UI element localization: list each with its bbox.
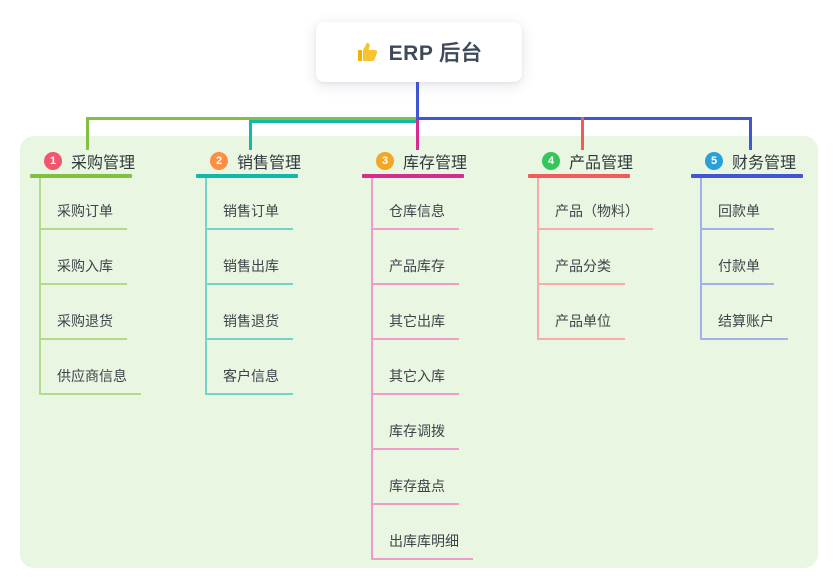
child-node[interactable]: 产品（物料） [555,203,639,219]
child-node[interactable]: 出库库明细 [389,533,459,549]
child-underline [537,338,625,340]
child-node[interactable]: 结算账户 [718,313,774,329]
child-node[interactable]: 其它出库 [389,313,445,329]
child-node[interactable]: 库存盘点 [389,478,445,494]
child-node[interactable]: 客户信息 [223,368,279,384]
child-underline [205,393,293,395]
children-spine-line [700,178,702,340]
child-node[interactable]: 仓库信息 [389,203,445,219]
branch-underline [528,174,630,178]
branch-node-label: 采购管理 [71,155,136,172]
connector-line [581,117,584,150]
child-underline [39,283,127,285]
child-node[interactable]: 销售订单 [223,203,279,219]
branch-node-label: 销售管理 [237,155,302,172]
child-node[interactable]: 销售退货 [223,313,279,329]
children-spine-line [371,178,373,560]
branch-number-badge: 4 [542,152,560,170]
child-node[interactable]: 产品分类 [555,258,611,274]
child-underline [537,283,625,285]
connector-line [249,120,252,150]
connector-line [416,82,419,118]
connector-line [86,117,89,150]
branch-node-3[interactable]: 3 库存管理 [376,149,467,173]
child-node[interactable]: 采购退货 [57,313,113,329]
child-underline [700,338,788,340]
child-underline [205,338,293,340]
branch-number-badge: 1 [44,152,62,170]
branch-number-badge: 5 [705,152,723,170]
child-underline [205,283,293,285]
branch-node-label: 产品管理 [569,155,634,172]
child-node[interactable]: 销售出库 [223,258,279,274]
branch-node-2[interactable]: 2 销售管理 [210,149,301,173]
child-underline [39,338,127,340]
child-underline [700,228,774,230]
connector-line [416,120,419,150]
connector-line [249,120,419,123]
child-underline [371,393,459,395]
child-node[interactable]: 产品库存 [389,258,445,274]
branches-panel [20,136,818,568]
child-node[interactable]: 产品单位 [555,313,611,329]
branch-underline [691,174,803,178]
child-underline [371,228,459,230]
child-underline [371,448,459,450]
thumbs-up-icon [356,40,380,64]
root-node[interactable]: ERP 后台 [316,22,522,82]
connector-line [86,117,419,120]
child-underline [39,393,141,395]
branch-number-badge: 3 [376,152,394,170]
root-node-label: ERP 后台 [388,42,483,65]
child-node[interactable]: 库存调拨 [389,423,445,439]
child-underline [371,283,459,285]
child-node[interactable]: 供应商信息 [57,368,127,384]
children-spine-line [39,178,41,395]
child-underline [700,283,774,285]
branch-underline [30,174,132,178]
child-node[interactable]: 采购入库 [57,258,113,274]
child-node[interactable]: 回款单 [718,203,760,219]
branch-node-1[interactable]: 1 采购管理 [44,149,135,173]
branch-node-4[interactable]: 4 产品管理 [542,149,633,173]
branch-node-label: 财务管理 [732,155,797,172]
branch-node-label: 库存管理 [403,155,468,172]
child-underline [537,228,653,230]
branch-underline [362,174,464,178]
children-spine-line [537,178,539,340]
child-node[interactable]: 采购订单 [57,203,113,219]
child-underline [39,228,127,230]
child-underline [371,558,473,560]
child-underline [371,338,459,340]
branch-number-badge: 2 [210,152,228,170]
child-underline [371,503,459,505]
child-underline [205,228,293,230]
child-node[interactable]: 其它入库 [389,368,445,384]
child-node[interactable]: 付款单 [718,258,760,274]
connector-line [416,117,752,120]
children-spine-line [205,178,207,395]
branch-node-5[interactable]: 5 财务管理 [705,149,796,173]
connector-line [749,117,752,150]
branch-underline [196,174,298,178]
